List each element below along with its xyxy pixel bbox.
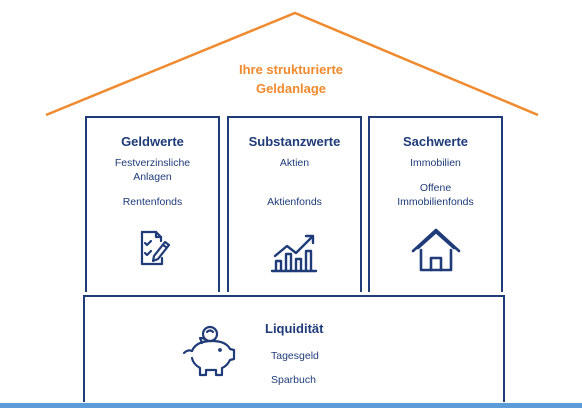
pillar-title: Geldwerte [121, 134, 184, 149]
pillar-item: Aktienfonds [267, 196, 322, 208]
piggy-bank-icon [178, 323, 238, 384]
base-liquiditaet: Liquidität Tagesgeld Sparbuch [83, 295, 505, 402]
document-pen-icon [129, 226, 177, 275]
pillar-item: Anlagen [133, 171, 172, 183]
bottom-accent-line [0, 403, 582, 408]
roof [45, 11, 539, 117]
pillar-item: Offene [419, 182, 452, 194]
pillar-item: Rentenfonds [122, 196, 183, 208]
base-item: Sparbuch [271, 374, 316, 386]
base-title: Liquidität [265, 321, 324, 336]
pillar-sachwerte: Sachwerte Immobilien Offene Immobilienfo… [368, 116, 503, 292]
pillar-item: Immobilienfonds [397, 196, 474, 208]
pillar-item: Festverzinsliche [114, 157, 191, 169]
pillar-title: Substanzwerte [248, 134, 341, 149]
roof-title: Ihre strukturierte Geldanlage [191, 60, 391, 98]
pillar-item: Immobilien [410, 157, 461, 169]
pillar-item: Aktien [279, 157, 310, 169]
pillar-title: Sachwerte [402, 134, 469, 149]
pillar-substanzwerte: Substanzwerte Aktien Aktienfonds [227, 116, 362, 292]
base-item: Tagesgeld [271, 350, 319, 362]
pillar-geldwerte: Geldwerte Festverzinsliche Anlagen Rente… [85, 116, 220, 292]
house-icon [409, 226, 463, 279]
roof-title-line2: Geldanlage [255, 81, 327, 96]
rising-chart-icon [268, 226, 322, 279]
roof-title-line1: Ihre strukturierte [238, 62, 344, 77]
